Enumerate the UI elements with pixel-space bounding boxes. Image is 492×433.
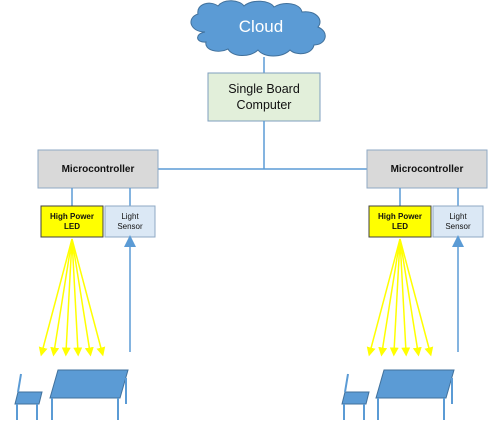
microcontroller-box-left xyxy=(37,149,159,189)
led-label-left: High Power LED xyxy=(49,212,94,231)
light-sensor-box-right xyxy=(432,205,484,238)
microcontroller-box-right xyxy=(366,149,488,189)
led-label-right: High Power LED xyxy=(377,212,422,231)
chair-icon-left xyxy=(14,373,43,420)
microcontroller-label-right: Microcontroller xyxy=(390,163,464,175)
desk-icon-left xyxy=(49,369,129,420)
led-box-left xyxy=(40,205,104,238)
desk-icon-right xyxy=(375,369,455,420)
light-sensor-label-right: Light Sensor xyxy=(445,212,471,231)
cloud-icon xyxy=(190,0,326,57)
single-board-computer-label: Single Board Computer xyxy=(228,82,300,112)
microcontroller-label-left: Microcontroller xyxy=(61,163,135,175)
light-ray-arrows-left xyxy=(38,238,106,357)
led-box-right xyxy=(368,205,432,238)
chair-icon-right xyxy=(341,373,370,420)
light-sensor-box-left xyxy=(104,205,156,238)
cloud-label: Cloud xyxy=(238,17,284,36)
light-sensor-label-left: Light Sensor xyxy=(117,212,143,231)
light-ray-arrows-right xyxy=(366,238,434,357)
single-board-computer-box xyxy=(207,72,321,122)
